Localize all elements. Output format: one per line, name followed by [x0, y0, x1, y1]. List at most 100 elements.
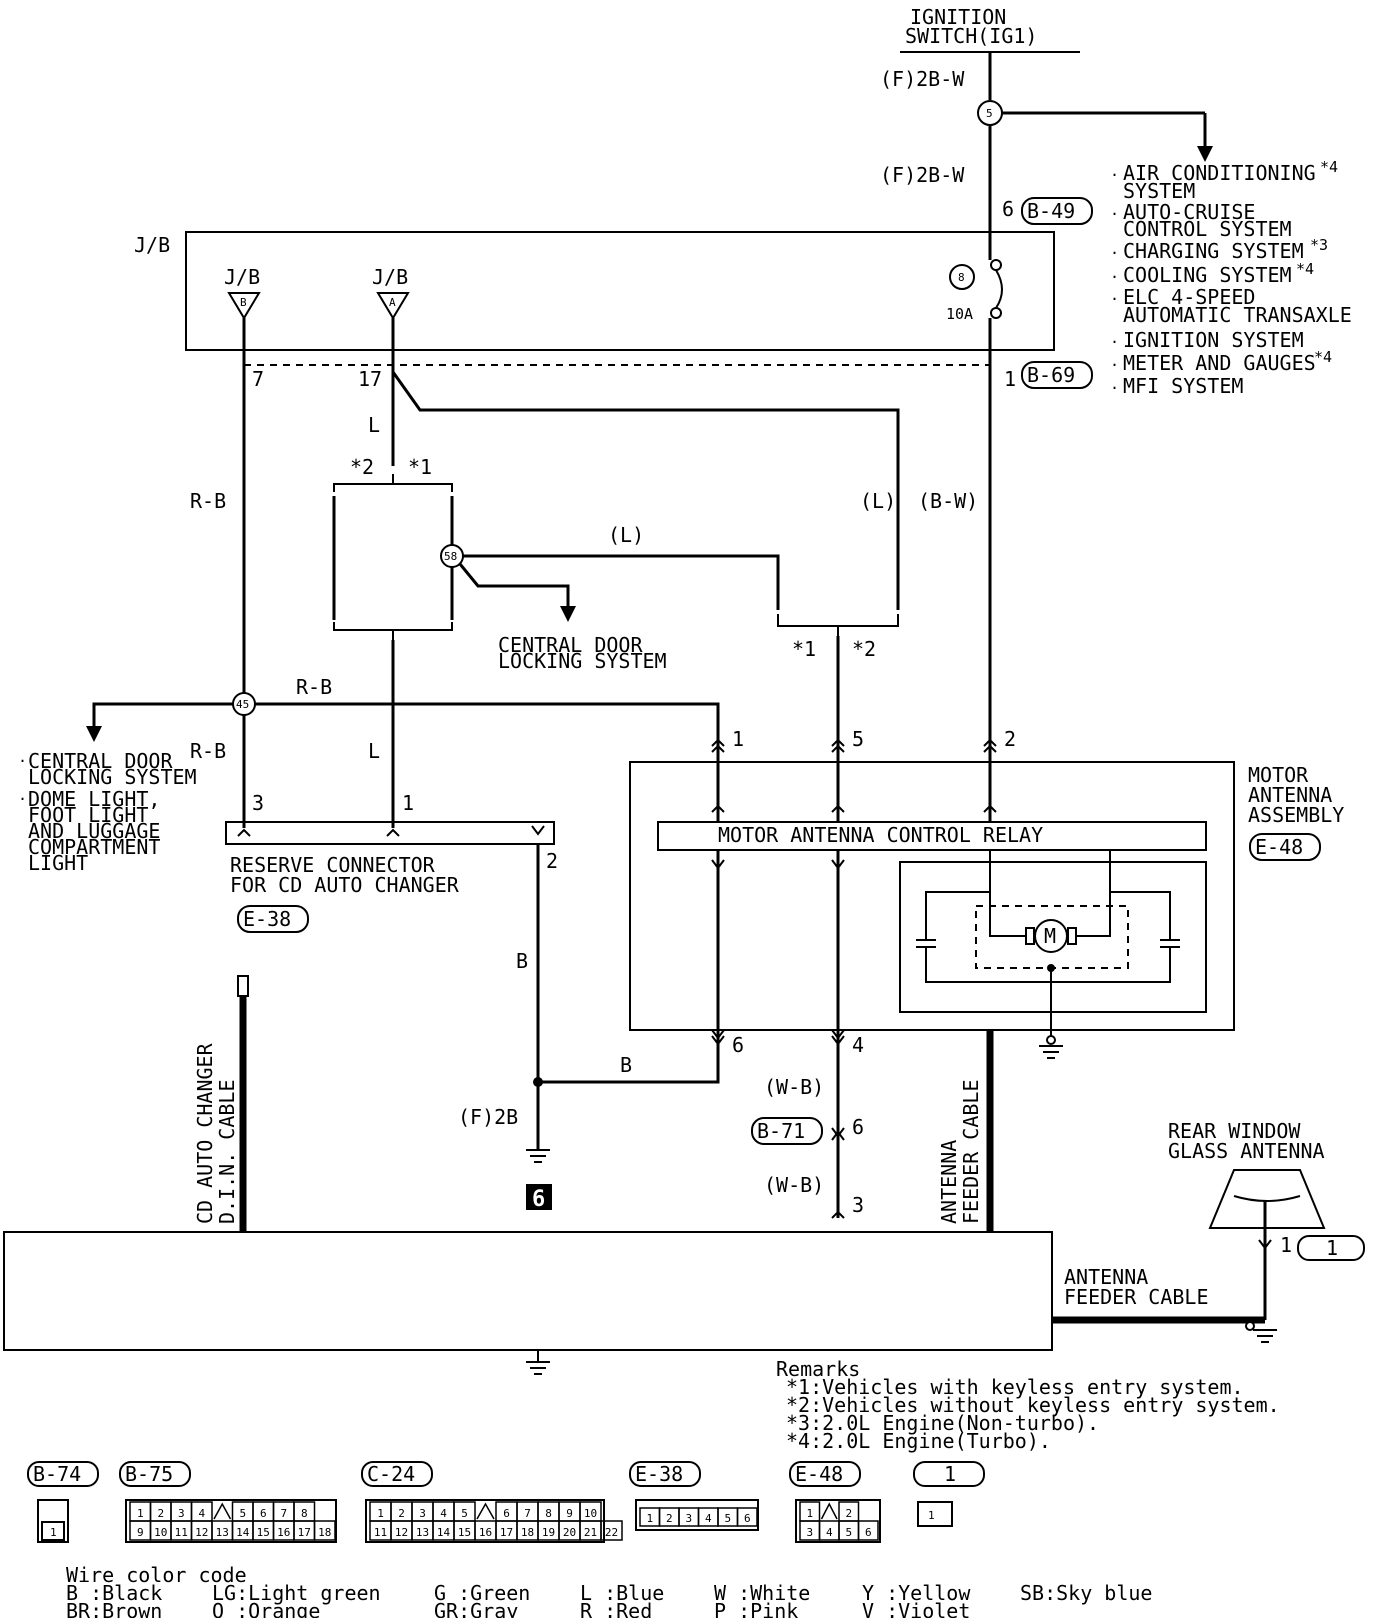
connector-pin: 3 — [178, 1507, 185, 1520]
arrow-left-systems — [86, 726, 102, 742]
connector-e48 — [1249, 833, 1321, 861]
connector-pin: 15 — [458, 1526, 471, 1539]
connector-pin: 18 — [521, 1526, 534, 1539]
pin-m4: 4 — [852, 1033, 864, 1057]
wire-label-f2bw-top: (F)2B-W — [880, 67, 965, 91]
cv-b74-label: B-74 — [33, 1462, 81, 1486]
left-sys-1a: CENTRAL DOOR — [28, 749, 173, 773]
sys-mfi: MFI SYSTEM — [1123, 374, 1243, 398]
remark-3: *3:2.0L Engine(Non-turbo). — [786, 1411, 1099, 1435]
wire-label-bw: (B-W) — [918, 489, 978, 513]
capacitor-right-icon — [1160, 939, 1180, 948]
wire-color-entry: R :Red — [580, 1599, 652, 1618]
wire-color-entry: W :White — [714, 1581, 810, 1605]
motor-assembly-3: ASSEMBLY — [1248, 803, 1344, 827]
splice-58-label: 58 — [444, 550, 457, 563]
connector-pin: 17 — [298, 1526, 311, 1539]
ignition-label-2: SWITCH(IG1) — [905, 24, 1037, 48]
svg-text:·: · — [1110, 268, 1119, 286]
connector-pin: 18 — [318, 1526, 331, 1539]
ground-symbol-6 — [526, 1149, 550, 1163]
sys-ignition: IGNITION SYSTEM — [1123, 328, 1304, 352]
left-sys-2a: DOME LIGHT, — [28, 787, 160, 811]
sys-aircon-note: *4 — [1320, 158, 1338, 176]
audio-unit-box — [3, 1231, 1053, 1351]
remark-1: *1:Vehicles with keyless entry system. — [786, 1375, 1244, 1399]
reserve-connector-1: RESERVE CONNECTOR — [230, 853, 436, 877]
connector-pin: 10 — [154, 1526, 167, 1539]
connector-pin: 3 — [806, 1526, 813, 1539]
cv-e48-label: E-48 — [795, 1462, 843, 1486]
wire-label-rb-bottom: R-B — [190, 739, 226, 763]
fuse-number — [949, 264, 975, 290]
left-systems-list: · CENTRAL DOOR LOCKING SYSTEM · DOME LIG… — [18, 749, 197, 875]
wire-label-l-right: (L) — [860, 489, 896, 513]
sys-elc: ELC 4-SPEED — [1123, 285, 1255, 309]
cv-1-label: 1 — [944, 1462, 956, 1486]
connector-pin: 21 — [584, 1526, 597, 1539]
connector-pin: 7 — [280, 1507, 287, 1520]
star2-right: *2 — [852, 637, 876, 661]
sys-cooling: COOLING SYSTEM — [1123, 263, 1292, 287]
connector-pin: 5 — [845, 1526, 852, 1539]
wire-label-rb-top: R-B — [190, 489, 226, 513]
wire-color-entry: LG:Light green — [212, 1581, 381, 1605]
wcc-title: Wire color code — [66, 1563, 247, 1587]
connector-pin: 3 — [419, 1507, 426, 1520]
sys-aircon-2: SYSTEM — [1123, 179, 1195, 203]
connector-b71 — [751, 1117, 823, 1145]
connector-pin: 13 — [416, 1526, 429, 1539]
connector-pin: 3 — [685, 1512, 692, 1525]
connector-pin: 5 — [461, 1507, 468, 1520]
svg-text:·: · — [1110, 166, 1119, 184]
wire-label-rb-horizontal: R-B — [296, 675, 332, 699]
connector-pin: 14 — [236, 1526, 250, 1539]
pin-b71-3: 3 — [852, 1193, 864, 1217]
capacitor-left-icon — [916, 939, 936, 948]
ground-symbol-bottom — [526, 1350, 550, 1375]
pin-6-b49: 6 — [1002, 197, 1014, 221]
connector-b69-label: B-69 — [1027, 363, 1075, 387]
right-systems-list: · AIR CONDITIONING *4 SYSTEM · AUTO-CRUI… — [1110, 158, 1352, 398]
star1-top: *1 — [408, 455, 432, 479]
motor-assembly-2: ANTENNA — [1248, 783, 1332, 807]
connector-pin: 2 — [398, 1507, 405, 1520]
connector-pin: 12 — [395, 1526, 408, 1539]
connector-pin: 2 — [845, 1507, 852, 1520]
connector-pin: 22 — [605, 1526, 618, 1539]
connector-pin: 6 — [865, 1526, 872, 1539]
left-sys-2d: COMPARTMENT — [28, 835, 160, 859]
svg-text:·: · — [1110, 205, 1119, 223]
ground-point-6-label: 6 — [532, 1187, 545, 1212]
connector-view-b74: B-74 1 — [27, 1461, 99, 1543]
connector-pin: 1 — [806, 1507, 813, 1520]
connector-b71-label: B-71 — [757, 1119, 805, 1143]
connector-e48-label: E-48 — [1255, 835, 1303, 859]
antenna-feeder-h-2: FEEDER CABLE — [1064, 1285, 1209, 1309]
connector-e38-label: E-38 — [243, 907, 291, 931]
pin-rear-1: 1 — [1280, 1233, 1292, 1257]
motor-box — [899, 861, 1207, 1013]
svg-text:·: · — [18, 752, 27, 770]
wire-label-wb-bottom: (W-B) — [764, 1173, 824, 1197]
motor-antenna-control-relay — [657, 821, 1207, 851]
rear-window-antenna-icon — [1208, 1169, 1326, 1229]
connector-pin: 9 — [566, 1507, 573, 1520]
reserve-connector — [225, 821, 555, 845]
svg-text:·: · — [1110, 333, 1119, 351]
motor-icon — [1034, 919, 1068, 953]
connector-pin: 10 — [584, 1507, 597, 1520]
splice-5-label: 5 — [986, 107, 993, 120]
connector-pin: 4 — [198, 1507, 205, 1520]
pin-m6: 6 — [732, 1033, 744, 1057]
connector-pin: 11 — [175, 1526, 188, 1539]
pin-r2: 2 — [546, 849, 558, 873]
ground-symbol-feeder — [1253, 1329, 1277, 1343]
wire-color-entry: SB:Sky blue — [1020, 1581, 1152, 1605]
wire-color-entry: BR:Brown — [66, 1599, 162, 1618]
connector-pin: 7 — [524, 1507, 531, 1520]
connector-pin: 5 — [724, 1512, 731, 1525]
